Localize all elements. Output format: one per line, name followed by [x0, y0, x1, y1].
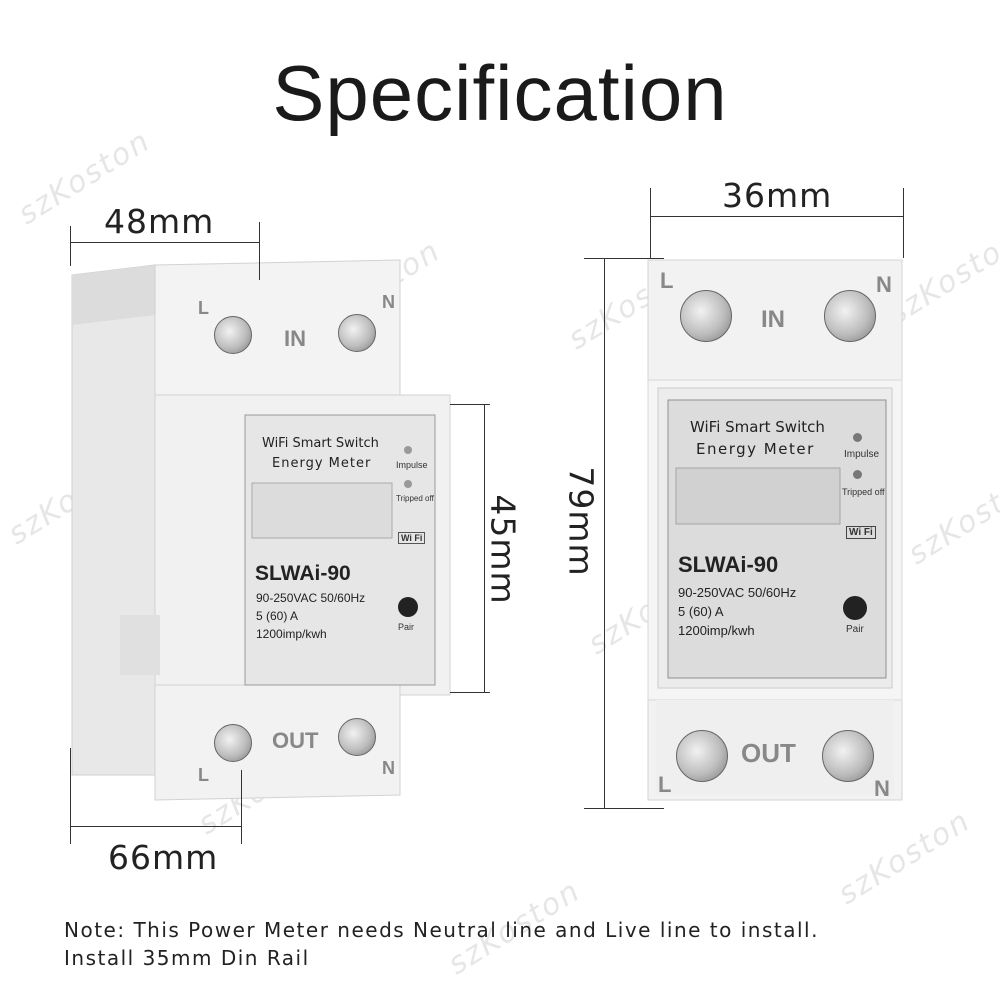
live-label: L — [198, 298, 209, 319]
tripped-label: Tripped off — [396, 494, 434, 503]
live-label: L — [660, 268, 673, 294]
pair-label: Pair — [846, 624, 864, 635]
model-name: SLWAi-90 — [255, 562, 351, 586]
neutral-label: N — [874, 776, 890, 802]
pair-label: Pair — [398, 622, 414, 632]
terminal-screw — [824, 290, 876, 342]
wifi-badge: Wi Fi — [846, 526, 876, 539]
terminal-screw — [680, 290, 732, 342]
face-subtitle: Energy Meter — [696, 440, 815, 458]
note-line-1: Note: This Power Meter needs Neutral lin… — [64, 918, 819, 942]
watermark: szKoston — [902, 463, 1000, 572]
dim-face-height: 45mm — [484, 494, 523, 604]
watermark: szKoston — [832, 803, 977, 912]
dim-line — [70, 826, 242, 827]
spec-voltage: 90-250VAC 50/60Hz — [678, 584, 796, 602]
dim-line — [650, 216, 904, 217]
dim-tick — [70, 226, 71, 266]
page-title: Specification — [0, 48, 1000, 139]
in-label: IN — [284, 326, 306, 352]
dim-tick — [903, 188, 904, 258]
pair-button[interactable] — [843, 596, 867, 620]
terminal-screw — [822, 730, 874, 782]
neutral-label: N — [876, 272, 892, 298]
spec-imp: 1200imp/kwh — [256, 626, 327, 643]
terminal-screw — [676, 730, 728, 782]
dim-tick — [650, 188, 651, 258]
out-label: OUT — [741, 738, 796, 769]
spec-imp: 1200imp/kwh — [678, 622, 755, 640]
face-subtitle: Energy Meter — [272, 456, 371, 471]
dim-tick — [450, 692, 490, 693]
dim-line — [70, 242, 260, 243]
terminal-screw — [338, 314, 376, 352]
pair-button[interactable] — [398, 597, 418, 617]
dim-line — [604, 258, 605, 808]
dim-height-right: 79mm — [562, 466, 601, 576]
impulse-label: Impulse — [844, 449, 879, 460]
dim-tick — [584, 258, 664, 259]
dim-tick — [450, 404, 490, 405]
dim-tick — [259, 222, 260, 280]
model-name: SLWAi-90 — [678, 552, 778, 578]
live-label: L — [198, 765, 209, 786]
live-label: L — [658, 772, 671, 798]
face-title: WiFi Smart Switch — [690, 418, 825, 436]
tripped-led — [853, 470, 862, 479]
spec-voltage: 90-250VAC 50/60Hz — [256, 590, 365, 607]
wifi-badge: Wi Fi — [398, 532, 425, 544]
impulse-led — [404, 446, 412, 454]
in-label: IN — [761, 306, 785, 334]
impulse-label: Impulse — [396, 460, 428, 470]
dim-width-right: 36mm — [722, 176, 832, 215]
neutral-label: N — [382, 292, 395, 313]
tripped-led — [404, 480, 412, 488]
dim-depth: 66mm — [108, 838, 218, 877]
spec-current: 5 (60) A — [678, 603, 724, 621]
tripped-label: Tripped off — [842, 487, 885, 497]
out-label: OUT — [272, 728, 318, 754]
face-title: WiFi Smart Switch — [262, 436, 379, 451]
dim-tick — [584, 808, 664, 809]
terminal-screw — [214, 316, 252, 354]
neutral-label: N — [382, 758, 395, 779]
impulse-led — [853, 433, 862, 442]
terminal-screw — [214, 724, 252, 762]
terminal-screw — [338, 718, 376, 756]
dim-tick — [70, 748, 71, 844]
note-line-2: Install 35mm Din Rail — [64, 946, 310, 970]
spec-current: 5 (60) A — [256, 608, 298, 625]
dim-tick — [241, 770, 242, 844]
dim-width-left: 48mm — [104, 202, 214, 241]
